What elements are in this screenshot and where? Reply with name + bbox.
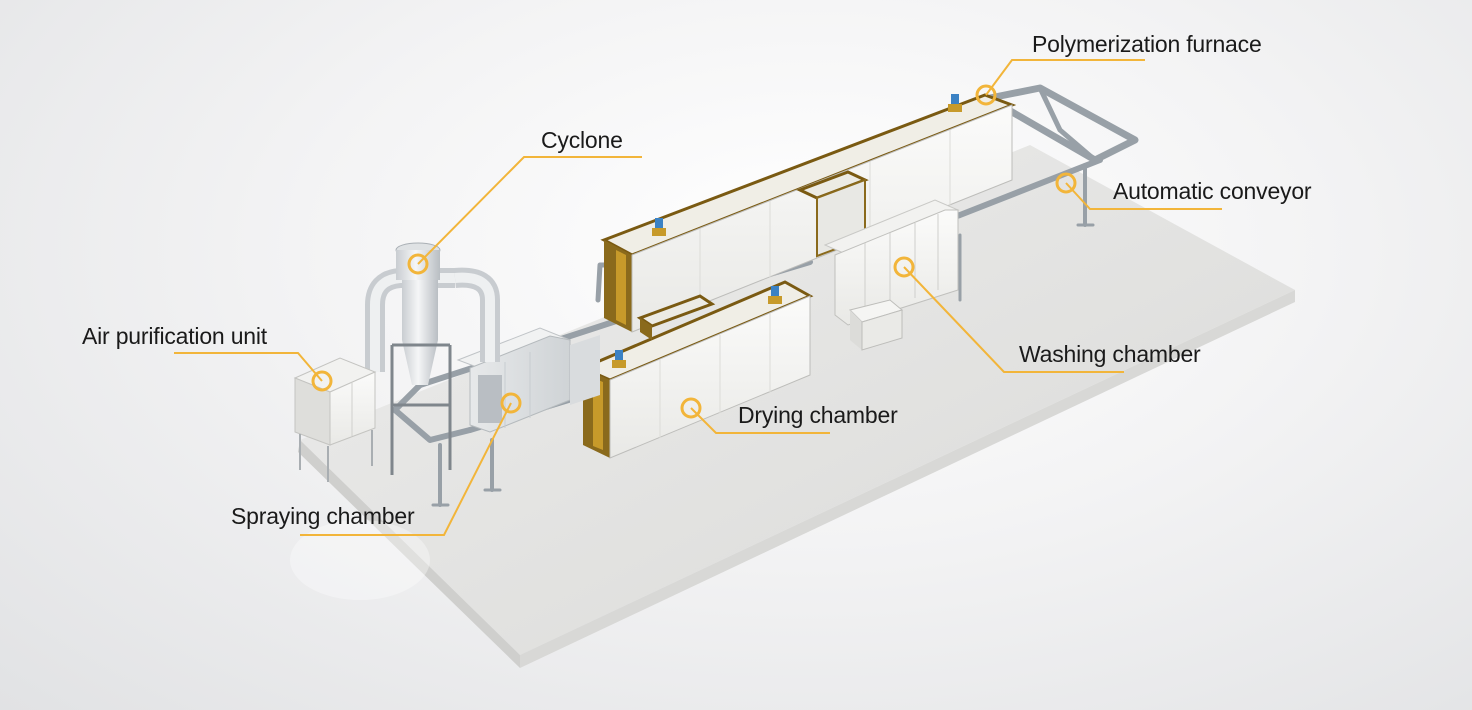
cyclone bbox=[365, 242, 500, 475]
air-purification-unit bbox=[293, 357, 377, 482]
label-automatic-conveyor: Automatic conveyor bbox=[1113, 178, 1312, 204]
label-polymerization-furnace: Polymerization furnace bbox=[1032, 31, 1262, 57]
drying-chamber bbox=[579, 280, 814, 459]
marker-polymerization-furnace bbox=[975, 84, 997, 106]
marker-cyclone bbox=[407, 253, 429, 275]
polymerization-furnace bbox=[600, 93, 1017, 333]
marker-automatic-conveyor bbox=[1055, 172, 1077, 194]
dryer-roof-fan-icon bbox=[612, 350, 626, 368]
callout-lines bbox=[174, 59, 1222, 536]
callout-line-drying-chamber bbox=[690, 407, 830, 434]
marker-drying-chamber bbox=[680, 397, 702, 419]
callout-line-automatic-conveyor bbox=[1065, 182, 1222, 210]
label-spraying-chamber: Spraying chamber bbox=[231, 503, 415, 529]
marker-spraying-chamber bbox=[500, 392, 522, 414]
label-cyclone: Cyclone bbox=[541, 127, 623, 153]
label-washing-chamber: Washing chamber bbox=[1019, 341, 1201, 367]
label-drying-chamber: Drying chamber bbox=[738, 402, 898, 428]
furnace-roof-fan-icon bbox=[948, 94, 962, 112]
floor-platform bbox=[290, 145, 1295, 668]
marker-air-purification-unit bbox=[311, 370, 333, 392]
callout-line-polymerization-furnace bbox=[985, 59, 1145, 96]
label-air-purification-unit: Air purification unit bbox=[82, 323, 267, 349]
callout-line-cyclone bbox=[417, 156, 642, 265]
callout-line-spraying-chamber bbox=[300, 402, 512, 536]
dryer-roof-fan-icon bbox=[768, 286, 782, 304]
callout-line-washing-chamber bbox=[903, 266, 1124, 373]
marker-washing-chamber bbox=[893, 256, 915, 278]
callout-markers bbox=[311, 84, 1077, 419]
furnace-roof-fan-icon bbox=[652, 218, 666, 236]
callout-line-air-purification-unit bbox=[174, 352, 323, 382]
